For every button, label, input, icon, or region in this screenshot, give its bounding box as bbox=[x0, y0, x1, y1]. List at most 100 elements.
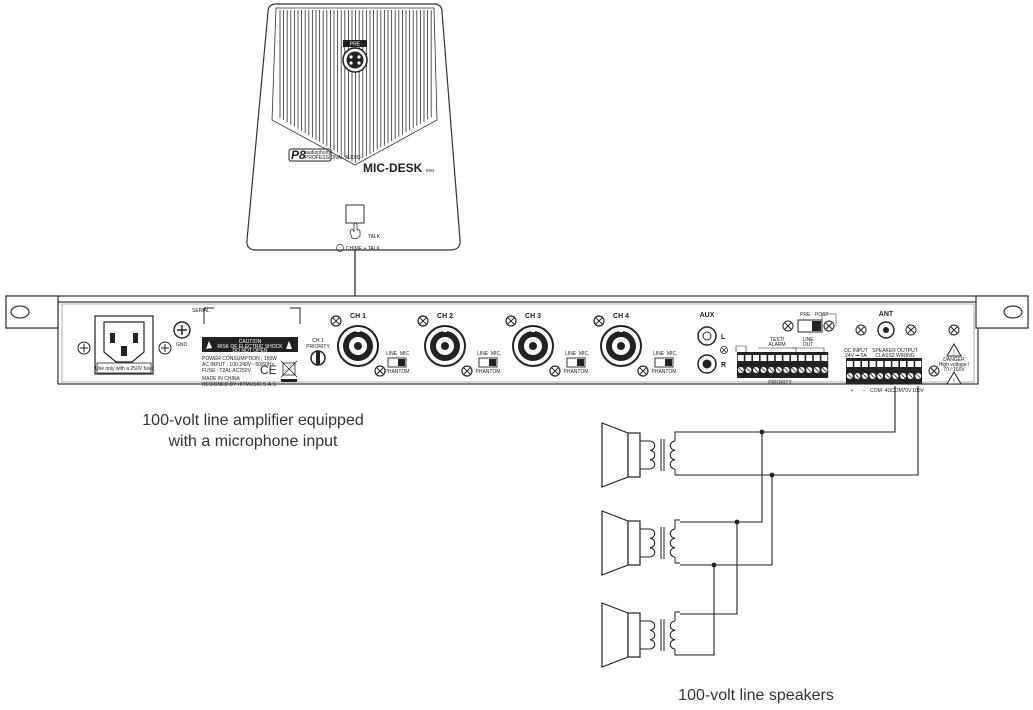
terminal-label-6: 70V bbox=[903, 388, 913, 394]
output-terminals-pin-4[interactable] bbox=[869, 373, 876, 379]
speaker-cone bbox=[601, 510, 629, 576]
output-terminals-pin-5[interactable] bbox=[877, 373, 884, 379]
speaker-2 bbox=[601, 510, 680, 576]
output-terminals-pin-6[interactable] bbox=[884, 373, 891, 379]
output-terminals-pin-3[interactable] bbox=[862, 373, 868, 379]
priority-terminals-pin-2[interactable] bbox=[745, 367, 752, 373]
speakers-caption: 100-volt line speakers bbox=[678, 687, 834, 704]
mic-xlr-label: PRE bbox=[350, 42, 361, 48]
chime-icon bbox=[336, 244, 344, 252]
danger-label-2: High voltage ! bbox=[939, 362, 970, 368]
model-name: MIC-DESK bbox=[363, 161, 423, 175]
brand-sub-1: audiophony bbox=[305, 150, 331, 156]
model-suffix: evo bbox=[426, 168, 434, 174]
spec-power: POWER CONSUMPTION : 150W bbox=[202, 356, 277, 362]
speaker-3 bbox=[601, 602, 680, 668]
mic-label-ch4: MIC bbox=[667, 351, 677, 357]
terminal-label-1: + bbox=[851, 388, 854, 394]
terminal-label-5: COM bbox=[891, 388, 903, 394]
danger-warning-icon bbox=[946, 343, 962, 357]
line-label-ch1: LINE bbox=[386, 351, 398, 357]
output-terminals-pin-9[interactable] bbox=[907, 373, 914, 379]
aux-label: AUX bbox=[700, 312, 715, 319]
speaker-transformer bbox=[640, 519, 680, 564]
speaker-magnet bbox=[627, 520, 641, 566]
priority-terminals-pin-5[interactable] bbox=[768, 367, 775, 373]
gnd-label: GND bbox=[176, 342, 188, 348]
speaker-magnet bbox=[627, 432, 641, 478]
channel-label-1: CH 1 bbox=[350, 313, 366, 320]
fuse-label: Use only with a 250V fuse bbox=[95, 366, 153, 372]
amplifier-caption-line-2: with a microphone input bbox=[168, 433, 339, 450]
microphone-grille bbox=[279, 10, 432, 163]
channel-label-3: CH 3 bbox=[525, 313, 541, 320]
rack-hole-left bbox=[10, 305, 30, 319]
line-mic-switch-ch1[interactable] bbox=[387, 357, 407, 368]
priority-label: PRIORITY bbox=[768, 380, 792, 386]
combo-jack-ch1[interactable] bbox=[337, 325, 379, 367]
combo-jack-ch4[interactable] bbox=[600, 325, 642, 367]
terminal-label-2: − bbox=[863, 388, 866, 394]
wiring-junctions bbox=[711, 429, 775, 568]
phantom-label-ch1: PHANTOM bbox=[385, 369, 410, 375]
priority-terminals-pin-11[interactable] bbox=[813, 367, 820, 373]
line-mic-switch-ch3[interactable] bbox=[566, 357, 586, 368]
speaker-output-label-2: CLASS2 WIRING bbox=[875, 353, 914, 359]
brand-logo: P8 audiophony PROFESSIONAL AUDIO bbox=[288, 148, 361, 162]
caution-title: CAUTION bbox=[239, 339, 262, 345]
phantom-label-ch4: PHANTOM bbox=[652, 369, 677, 375]
hand-icon bbox=[349, 222, 361, 240]
caution-line-2: DO NOT OPEN bbox=[233, 348, 268, 354]
mic-label-ch1: MIC bbox=[400, 351, 410, 357]
priority-terminals-pin-3[interactable] bbox=[753, 367, 759, 373]
combo-jack-ch2[interactable] bbox=[424, 325, 466, 367]
danger-label-1: DANGER bbox=[943, 357, 965, 363]
priority-terminals-pin-6[interactable] bbox=[775, 367, 782, 373]
test-alarm-label-1: TEST/ bbox=[770, 337, 785, 343]
output-terminals-pin-2[interactable] bbox=[854, 373, 861, 379]
priority-terminals-pin-8[interactable] bbox=[791, 367, 797, 373]
output-terminals-pin-10[interactable] bbox=[915, 373, 922, 379]
channel-label-4: CH 4 bbox=[613, 313, 629, 320]
caution-line-1: RISK OF ELECTRIC SHOCK bbox=[217, 344, 283, 350]
line-label-ch4: LINE bbox=[653, 351, 665, 357]
power-inlet: Use only with a 250V fuse bbox=[77, 315, 172, 375]
line-label-ch2: LINE bbox=[477, 351, 489, 357]
ce-mark: CE bbox=[260, 363, 277, 377]
spec-fuse: FUSE : T2AL AC250V bbox=[202, 368, 252, 374]
line-mic-switch-ch2[interactable] bbox=[478, 357, 498, 368]
test-alarm-label-2: ALARM bbox=[768, 342, 785, 348]
phantom-label-ch3: PHANTOM bbox=[564, 369, 589, 375]
combo-jack-ch3[interactable] bbox=[512, 325, 554, 367]
output-terminals-pin-1[interactable] bbox=[846, 373, 853, 379]
priority-terminals-pin-1[interactable] bbox=[737, 367, 744, 373]
speaker-magnet bbox=[627, 612, 641, 658]
ant-label: ANT bbox=[879, 311, 894, 318]
spec-ac: AC INPUT : 100-240V~ 50/60Hz bbox=[202, 362, 275, 368]
priority-terminals-pin-7[interactable] bbox=[783, 367, 790, 373]
output-terminals-pin-8[interactable] bbox=[900, 373, 906, 379]
priority-terminals-pin-4[interactable] bbox=[760, 367, 767, 373]
talk-button[interactable] bbox=[345, 204, 365, 224]
ch1-priority-label-2: PRIORITY bbox=[306, 344, 330, 350]
amplifier-rack-unit: Use only with a 250V fuse SERIAL GND CAU… bbox=[5, 295, 1029, 394]
dc-input-label-1: DC INPUT bbox=[844, 348, 868, 354]
speaker-cone bbox=[601, 422, 629, 488]
priority-terminals-pin-9[interactable] bbox=[798, 367, 805, 373]
caution-label bbox=[202, 337, 298, 352]
priority-terminals-pin-12[interactable] bbox=[821, 367, 828, 373]
channel-label-2: CH 2 bbox=[437, 313, 453, 320]
priority-terminals-pin-10[interactable] bbox=[806, 367, 813, 373]
speaker-transformer bbox=[640, 611, 680, 656]
output-terminals-pin-7[interactable] bbox=[892, 373, 899, 379]
speaker-cone bbox=[601, 602, 629, 668]
line-mic-switch-ch4[interactable] bbox=[654, 357, 674, 368]
speaker-output-terminal-block bbox=[846, 358, 922, 384]
